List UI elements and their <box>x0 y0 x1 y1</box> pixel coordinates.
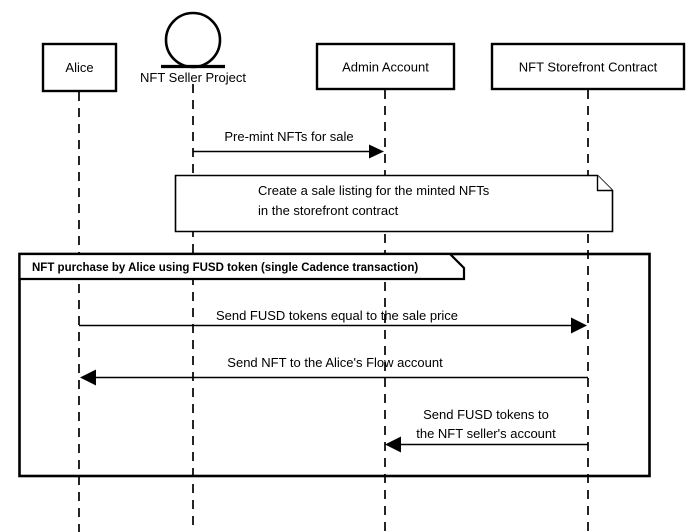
participant-box-nft-storefront-contract[interactable] <box>490 42 686 91</box>
fragment-label-tab <box>18 252 466 281</box>
participant-box-alice[interactable] <box>41 42 118 93</box>
message-arrowhead-pre-mint <box>369 144 384 159</box>
message-arrowhead-send-fusd-to-storefront <box>571 317 587 334</box>
note-fold-corner-icon <box>596 175 613 192</box>
participant-label-admin-account: Admin Account <box>342 60 429 75</box>
message-label-send-fusd-to-seller-line1: Send FUSD tokens to <box>423 407 549 422</box>
participant-label-alice: Alice <box>65 60 93 75</box>
message-arrowhead-send-fusd-to-seller <box>385 436 401 453</box>
message-label-send-fusd-to-seller-line2: the NFT seller's account <box>416 426 556 441</box>
fragment-label-text: NFT purchase by Alice using FUSD token (… <box>32 262 418 274</box>
participant-label-nft-seller-project: NFT Seller Project <box>140 70 246 85</box>
note-text-line2: in the storefront contract <box>258 203 399 218</box>
message-label-send-nft-to-alice: Send NFT to the Alice's Flow account <box>227 355 443 370</box>
participant-box-admin-account[interactable] <box>315 42 456 91</box>
message-label-send-fusd-to-storefront: Send FUSD tokens equal to the sale price <box>216 308 458 323</box>
note-create-sale-listing <box>174 174 614 233</box>
message-label-pre-mint: Pre-mint NFTs for sale <box>224 129 353 144</box>
actor-circle-icon <box>164 11 222 69</box>
note-text-line1: Create a sale listing for the minted NFT… <box>258 183 490 198</box>
message-arrowhead-send-nft-to-alice <box>80 369 96 386</box>
participant-label-nft-storefront-contract: NFT Storefront Contract <box>519 60 658 75</box>
